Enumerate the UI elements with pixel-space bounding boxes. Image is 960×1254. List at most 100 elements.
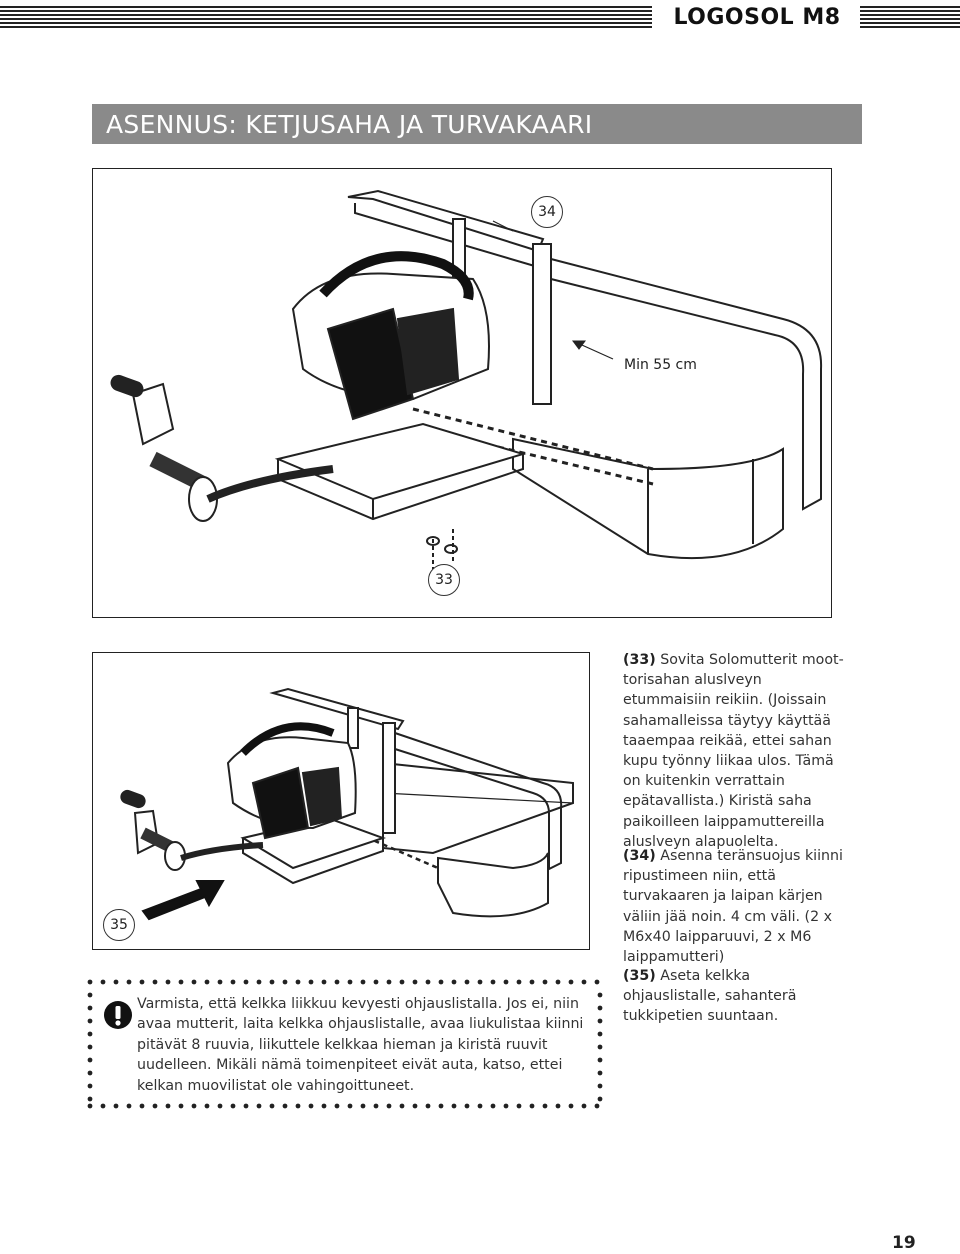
instruction-33: (33) Sovita Solomutterit moot­torisahan …	[623, 652, 844, 850]
frame-dot	[464, 979, 470, 985]
frame-dot	[87, 1103, 93, 1109]
frame-dot	[542, 1103, 548, 1109]
warning-text: Varmista, että kelkka liikkuu kevyesti o…	[137, 996, 584, 1094]
frame-dot	[152, 1103, 158, 1109]
frame-dot	[464, 1103, 470, 1109]
header-stripes-right	[860, 6, 960, 32]
frame-dot	[347, 1103, 353, 1109]
frame-dot	[100, 1103, 106, 1109]
frame-dot	[503, 1103, 509, 1109]
frame-dot	[230, 1103, 236, 1109]
frame-dot	[412, 979, 418, 985]
frame-dot	[139, 979, 145, 985]
frame-dot	[100, 979, 106, 985]
frame-dot	[597, 1096, 603, 1102]
frame-dot	[256, 1103, 262, 1109]
frame-dot	[597, 1018, 603, 1024]
saw-mount-illustration	[110, 189, 823, 569]
frame-dot	[113, 1103, 119, 1109]
frame-dot	[412, 1103, 418, 1109]
frame-dot	[594, 979, 600, 985]
frame-dot	[243, 979, 249, 985]
frame-dot	[87, 1005, 93, 1011]
frame-dot	[87, 979, 93, 985]
frame-dot	[451, 979, 457, 985]
frame-dot	[230, 979, 236, 985]
callout-35: 35	[103, 909, 135, 941]
frame-dot	[204, 979, 210, 985]
frame-dot	[87, 1044, 93, 1050]
frame-dot	[360, 1103, 366, 1109]
frame-dot	[425, 1103, 431, 1109]
page-number: 19	[892, 1233, 916, 1253]
frame-dot	[217, 979, 223, 985]
frame-dot	[597, 992, 603, 998]
frame-dot	[477, 979, 483, 985]
frame-dot	[597, 1057, 603, 1063]
frame-dot	[126, 1103, 132, 1109]
frame-dot	[334, 979, 340, 985]
frame-dot	[334, 1103, 340, 1109]
frame-dot	[308, 979, 314, 985]
frame-dot	[295, 979, 301, 985]
frame-dot	[597, 1005, 603, 1011]
frame-dot	[597, 1031, 603, 1037]
frame-dot	[425, 979, 431, 985]
frame-dot	[597, 1070, 603, 1076]
frame-dot	[87, 1096, 93, 1102]
frame-dot	[581, 979, 587, 985]
frame-dot	[191, 979, 197, 985]
frame-dot	[568, 1103, 574, 1109]
frame-dot	[87, 1018, 93, 1024]
callout-33: 33	[428, 564, 460, 596]
frame-dot	[282, 1103, 288, 1109]
frame-dot	[373, 1103, 379, 1109]
frame-dot	[451, 1103, 457, 1109]
section-title: ASENNUS: KETJUSAHA JA TURVAKAARI	[106, 110, 593, 139]
figure-saw-mount: 34 Min 55 cm 33	[92, 168, 832, 618]
header-stripes-left	[0, 6, 652, 32]
frame-dot	[87, 1083, 93, 1089]
frame-dot	[87, 992, 93, 998]
frame-dot	[178, 979, 184, 985]
frame-dot	[165, 1103, 171, 1109]
frame-dot	[529, 979, 535, 985]
frame-dot	[139, 1103, 145, 1109]
frame-dot	[490, 979, 496, 985]
frame-dot	[438, 979, 444, 985]
frame-dot	[529, 1103, 535, 1109]
frame-dot	[113, 979, 119, 985]
instructions-column: (33) Sovita Solomutterit moot­torisahan …	[623, 650, 845, 866]
section-title-bar: ASENNUS: KETJUSAHA JA TURVAKAARI	[92, 104, 862, 144]
warning-dotted-frame	[87, 979, 603, 1109]
frame-dot	[295, 1103, 301, 1109]
frame-dot	[204, 1103, 210, 1109]
frame-dot	[282, 979, 288, 985]
frame-dot	[165, 979, 171, 985]
frame-dot	[87, 1057, 93, 1063]
frame-dot	[269, 979, 275, 985]
instructions-column-34: (34) Asenna teränsuojus kiinni ri­pustim…	[623, 846, 845, 981]
frame-dot	[178, 1103, 184, 1109]
frame-dot	[360, 979, 366, 985]
frame-dot	[152, 979, 158, 985]
frame-dot	[516, 979, 522, 985]
frame-dot	[191, 1103, 197, 1109]
frame-dot	[516, 1103, 522, 1109]
frame-dot	[373, 979, 379, 985]
instruction-34: (34) Asenna teränsuojus kiinni ri­pustim…	[623, 848, 843, 966]
frame-dot	[399, 979, 405, 985]
exclamation-icon	[104, 1001, 132, 1029]
frame-dot	[243, 1103, 249, 1109]
frame-dot	[321, 979, 327, 985]
callout-34: 34	[531, 196, 563, 228]
frame-dot	[87, 1031, 93, 1037]
frame-dot	[399, 1103, 405, 1109]
frame-dot	[256, 979, 262, 985]
frame-dot	[217, 1103, 223, 1109]
frame-dot	[386, 979, 392, 985]
dimension-label: Min 55 cm	[624, 357, 697, 373]
instructions-column-35: (35) Aseta kelkka ohjauslistalle, sahant…	[623, 966, 845, 1041]
frame-dot	[597, 1044, 603, 1050]
frame-dot	[269, 1103, 275, 1109]
